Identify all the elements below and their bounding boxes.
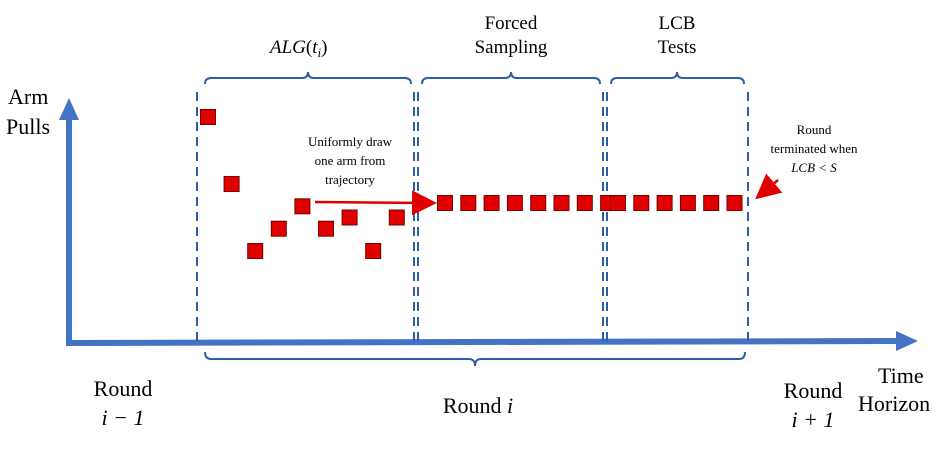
forced-sampling-marker: [483, 195, 500, 211]
forced-sampling-label-line2: Sampling: [475, 37, 548, 58]
alg-trajectory-marker: [388, 209, 405, 226]
x-axis-arrowhead: [896, 331, 918, 351]
lcb-label-line1: LCB: [659, 13, 696, 34]
alg-trajectory-marker: [318, 220, 334, 237]
forced-sampling-marker: [506, 195, 523, 211]
y-axis-arrowhead: [59, 98, 79, 120]
forced-sampling-marker: [576, 195, 593, 211]
alg-trajectory-marker: [247, 243, 264, 259]
arm-pull-markers: [200, 109, 743, 259]
alg-phase-box: [196, 71, 415, 345]
alg-trajectory-marker: [341, 209, 358, 226]
forced-sampling-marker: [553, 195, 570, 211]
lcb-test-marker: [633, 195, 650, 211]
alg-trajectory-marker: [200, 109, 216, 125]
x-axis-label-line1: Time: [878, 363, 924, 388]
terminated-arrow: [755, 173, 783, 200]
draw-annotation-line3: trajectory: [325, 172, 375, 187]
x-axis: [65, 338, 899, 346]
y-axis-label-line1: Arm: [8, 84, 48, 109]
alg-trajectory-marker: [223, 176, 240, 192]
lcb-test-marker: [656, 195, 673, 211]
round-prev-label-line1: Round: [94, 376, 153, 401]
round-i-brace: [204, 351, 746, 367]
alg-trajectory-marker: [294, 198, 311, 215]
draw-arrow: [314, 190, 437, 216]
forced-sampling-label-line1: Forced: [485, 13, 538, 34]
round-next-label-line2: i + 1: [792, 407, 835, 432]
y-axis-label-line2: Pulls: [6, 114, 50, 139]
terminated-annotation-line2: terminated when: [771, 141, 858, 156]
terminated-annotation-line3: LCB < S: [790, 160, 837, 175]
alg-label: ALG(ti): [268, 37, 327, 60]
forced-sampling-phase-box: [417, 71, 604, 345]
forced-sampling-marker: [437, 195, 453, 211]
draw-annotation-line1: Uniformly draw: [308, 134, 393, 149]
lcb-test-marker: [703, 195, 720, 211]
lcb-label-line2: Tests: [658, 37, 697, 58]
round-prev-label-line2: i − 1: [102, 405, 145, 430]
terminated-annotation-line1: Round: [797, 122, 832, 137]
round-current-label: Round i: [443, 393, 513, 418]
forced-sampling-marker: [460, 195, 477, 211]
round-next-label-line1: Round: [784, 378, 843, 403]
x-axis-label-line2: Horizon: [858, 391, 930, 416]
draw-annotation-line2: one arm from: [315, 153, 386, 168]
lcb-phase-box: [606, 71, 749, 345]
lcb-test-marker: [679, 195, 696, 211]
alg-trajectory-marker: [365, 243, 382, 259]
lcb-test-marker: [610, 195, 626, 211]
forced-sampling-marker: [530, 195, 547, 211]
alg-trajectory-marker: [270, 220, 287, 237]
lcb-test-marker: [726, 195, 743, 211]
